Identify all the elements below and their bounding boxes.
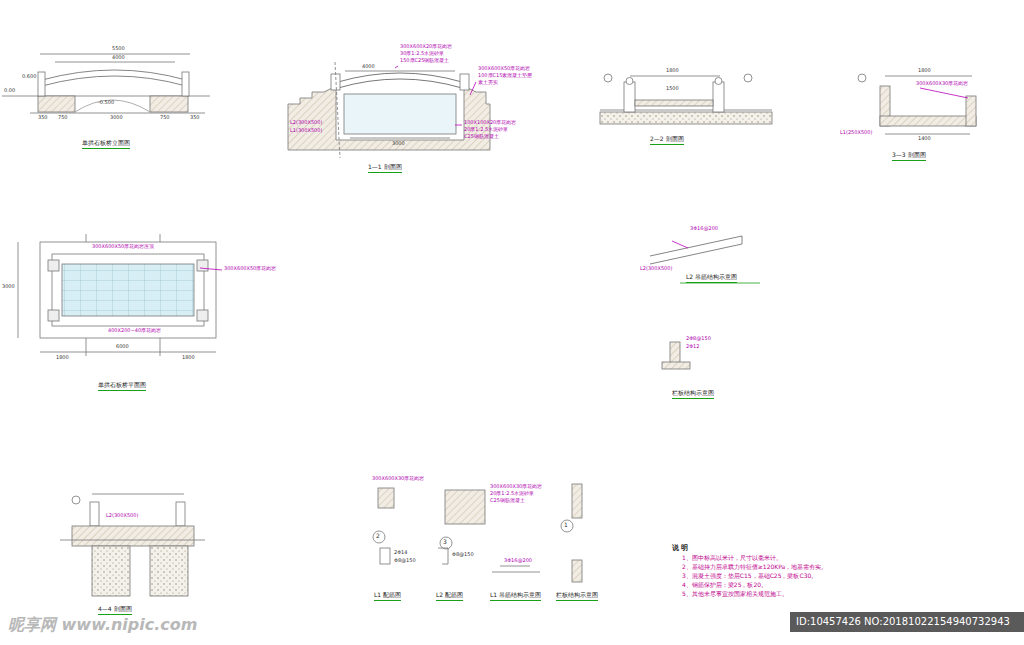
view-title: 2—2 剖面图	[650, 136, 684, 145]
view-title: 3—3 剖面图	[892, 152, 926, 161]
callout-text: 20厚1:2.5水泥砂浆	[490, 491, 534, 497]
dimension-text: 4000	[362, 64, 375, 70]
note-text: 5、其他未尽事宜按国家相关规范施工。	[682, 591, 788, 598]
dimension-text: 3000	[392, 141, 405, 147]
callout-text: L1(300X500)	[290, 128, 322, 134]
dimension-text: 1500	[666, 86, 679, 92]
callout-text: 300X600X30厚花岗岩	[916, 81, 968, 87]
view-title: L2 吊筋结构示意图	[686, 274, 737, 283]
watermark-id: ID:10457426 NO:20181022154940732943	[796, 616, 1010, 628]
rebar-text: Φ8@150	[394, 558, 416, 564]
dimension-text: 5500	[112, 46, 125, 52]
callout-text: 30厚1:2.5水泥砂浆	[400, 51, 444, 57]
callout-text: 2Φ8@150	[686, 336, 711, 342]
callout-text: 300X600X20厚花岗岩	[400, 44, 452, 50]
view-title: 1—1 剖面图	[368, 164, 402, 173]
callout-text: L2(300X500)	[106, 513, 138, 519]
callout-number: 3	[443, 539, 447, 546]
rebar-text: 3Φ16@200	[504, 558, 532, 564]
view-title: L1 吊筋结构示意图	[490, 592, 541, 601]
callout-text: 3Φ16@200	[690, 226, 718, 232]
callout-text: 20厚1:2.5水泥砂浆	[464, 127, 508, 133]
callout-text: 300X600X30厚花岗岩	[372, 476, 424, 482]
rebar-text: 2Φ14	[394, 550, 407, 556]
dimension-text: 1800	[182, 355, 195, 361]
callout-text: 2Φ12	[686, 344, 699, 350]
dimension-text: 1800	[56, 355, 69, 361]
watermark: 昵享网 www.nipic.com	[8, 616, 198, 634]
elevation-text: 0.00	[4, 88, 15, 94]
callout-text: 400X200~40厚花岗岩	[108, 328, 161, 334]
callout-number: 1	[564, 522, 568, 529]
callout-text: 150厚C25钢筋混凝土	[400, 58, 449, 64]
view-title: L1 配筋图	[374, 592, 401, 601]
dimension-text: 350	[190, 115, 200, 121]
view-title: 单拱石板桥立面图	[82, 140, 130, 149]
callout-text: L2(300X500)	[640, 266, 672, 272]
callout-text: C25钢筋混凝土	[464, 134, 499, 140]
note-text: 3、混凝土强度：垫层C15，基础C25，梁板C30。	[682, 573, 817, 580]
callout-text: 300X600X50厚花岗岩压顶	[92, 244, 154, 250]
callout-text: 素土夯实	[478, 80, 498, 86]
note-text: 1、图中标高以米计，尺寸以毫米计。	[682, 555, 782, 562]
view-title: 栏板结构示意图	[672, 390, 714, 399]
dimension-text: 1400	[918, 136, 931, 142]
callout-text: 100X100X20厚花岗岩	[464, 120, 516, 126]
callout-text: 300X600X50厚花岗岩	[224, 266, 276, 272]
callout-text: 100厚C15素混凝土垫层	[478, 73, 532, 79]
view-title: L2 配筋图	[436, 592, 463, 601]
view-title: 单拱石板桥平面图	[98, 382, 146, 391]
notes-heading: 说 明	[672, 544, 688, 552]
dimension-text: 750	[58, 115, 68, 121]
callout-text: L1(250X500)	[840, 130, 872, 136]
callout-text: 300X600X30厚花岗岩	[490, 484, 542, 490]
dimension-text: 350	[38, 115, 48, 121]
dimension-text: 1800	[918, 68, 931, 74]
callout-text: C25钢筋混凝土	[490, 498, 525, 504]
callout-text: L2(300X500)	[290, 120, 322, 126]
dimension-text: 3000	[110, 115, 123, 121]
view-title: 4—4 剖面图	[98, 606, 132, 615]
elevation-text: 0.600	[22, 74, 36, 80]
elevation-text: -0.500	[98, 100, 114, 106]
callout-number: 2	[376, 533, 380, 540]
dimension-text: 3000	[2, 284, 15, 290]
view-title: 栏板结构示意图	[556, 592, 598, 601]
dimension-text: 750	[160, 115, 170, 121]
rebar-text: Φ8@150	[452, 552, 474, 558]
callout-text: 300X600X50厚花岗岩	[478, 66, 530, 72]
note-text: 2、基础持力层承载力特征值≥120KPa，地基需夯实。	[682, 564, 827, 571]
dimension-text: 1800	[666, 68, 679, 74]
dimension-text: 6000	[116, 344, 129, 350]
dimension-text: 4000	[112, 55, 125, 61]
note-text: 4、钢筋保护层：梁25，板20。	[682, 582, 767, 589]
